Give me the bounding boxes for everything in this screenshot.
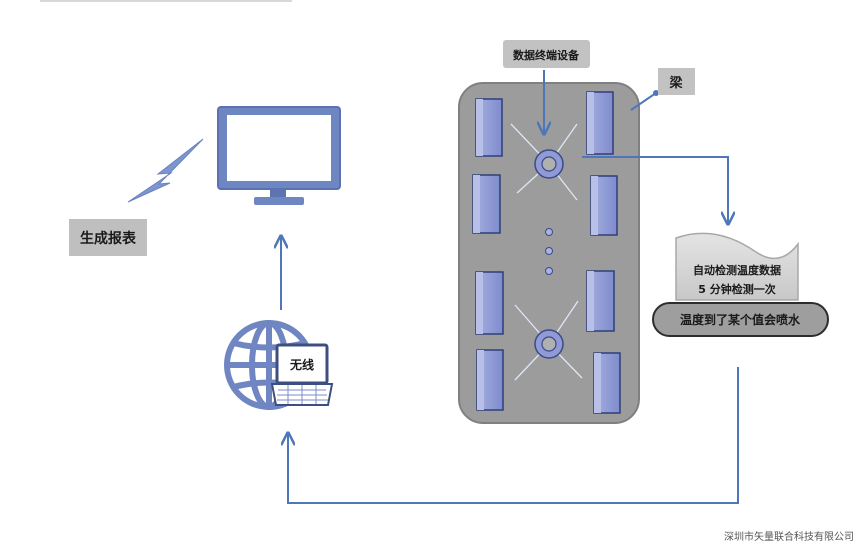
svg-text:生成报表: 生成报表 bbox=[80, 230, 137, 247]
svg-text:数据终端设备: 数据终端设备 bbox=[513, 48, 580, 62]
spray-threshold-label: 温度到了某个值会喷水 bbox=[652, 302, 829, 337]
ring-hub-icon bbox=[534, 329, 564, 359]
svg-text:自动检测温度数据: 自动检测温度数据 bbox=[693, 263, 781, 277]
server-block-icon bbox=[590, 175, 618, 236]
server-block-icon bbox=[586, 270, 615, 332]
server-block-icon bbox=[593, 352, 621, 414]
server-block-icon bbox=[475, 98, 503, 157]
svg-text:梁: 梁 bbox=[668, 75, 683, 91]
company-name: 深圳市矢量联合科技有限公司 bbox=[724, 530, 854, 543]
server-block-icon bbox=[586, 91, 614, 155]
svg-text:温度到了某个值会喷水: 温度到了某个值会喷水 bbox=[680, 312, 801, 327]
laptop-icon: 无线 bbox=[270, 343, 334, 406]
ellipsis-dots bbox=[545, 228, 553, 275]
data-terminal-label: 数据终端设备 bbox=[503, 40, 590, 68]
arrow-return-to-wireless bbox=[288, 367, 739, 504]
beam-label: 梁 bbox=[630, 68, 695, 111]
generate-report-label: 生成报表 bbox=[69, 219, 147, 256]
server-block-icon bbox=[476, 349, 504, 411]
ring-hub-icon bbox=[534, 149, 564, 179]
server-block-icon bbox=[472, 174, 501, 234]
server-block-icon bbox=[475, 271, 504, 335]
svg-text:5 分钟检测一次: 5 分钟检测一次 bbox=[698, 282, 775, 296]
desktop-monitor-icon bbox=[217, 106, 341, 205]
arrow-hub-to-report bbox=[582, 156, 728, 224]
document-icon: 自动检测温度数据 5 分钟检测一次 bbox=[675, 232, 799, 301]
lightning-bolt-icon bbox=[127, 138, 204, 203]
wireless-label: 无线 bbox=[289, 357, 314, 372]
